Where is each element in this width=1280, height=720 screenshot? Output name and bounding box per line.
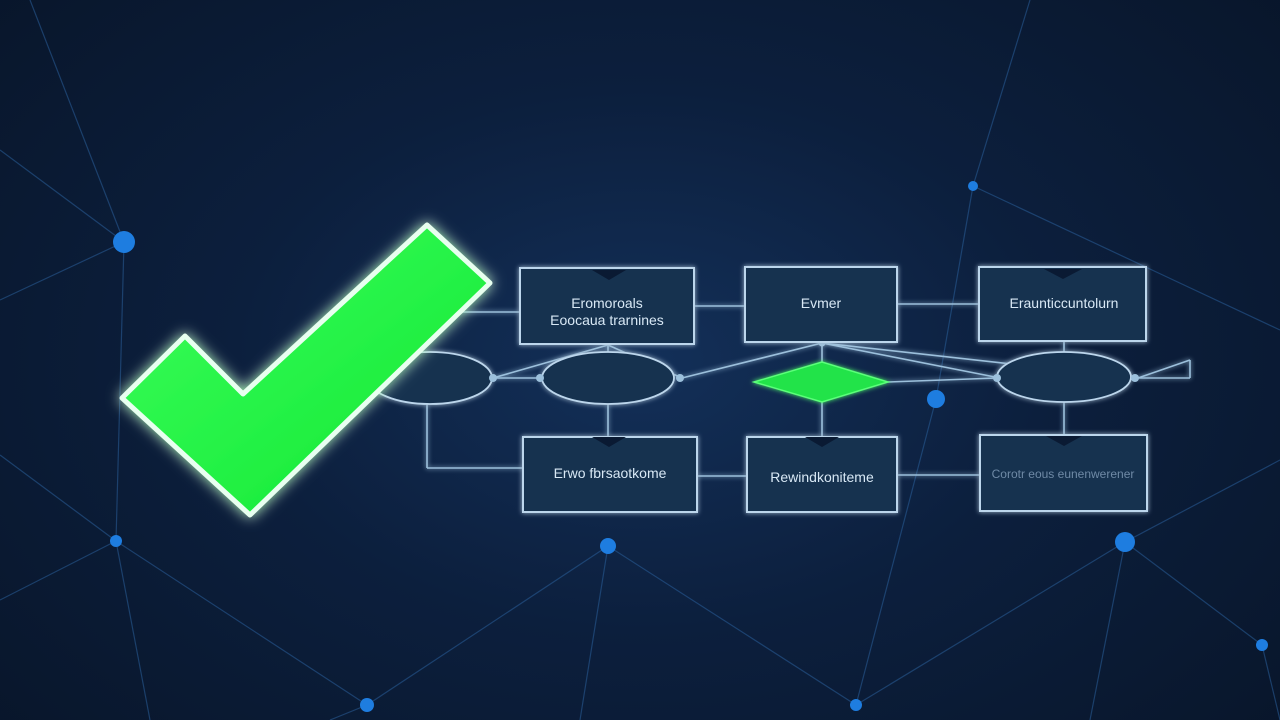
box-bot-right [979,434,1148,512]
box-bot-mid-label: Rewindkoniteme [770,469,874,485]
box-top-right [978,266,1147,342]
box-bot-left [522,436,698,513]
box-bot-right-label: Corotr eous eunenwerener [992,467,1135,481]
box-top-mid [744,266,898,343]
box-top-left-label-1: Eromoroals [571,295,643,311]
box-bot-mid [746,436,898,513]
decision-diamond [751,361,891,403]
box-bot-left-label: Erwo fbrsaotkome [554,465,667,481]
box-top-left-label-2: Eoocaua trarnines [550,312,664,328]
box-top-left [519,267,695,345]
box-top-right-label: Eraunticcuntolurn [1010,295,1119,311]
box-top-mid-label: Evmer [801,295,842,311]
